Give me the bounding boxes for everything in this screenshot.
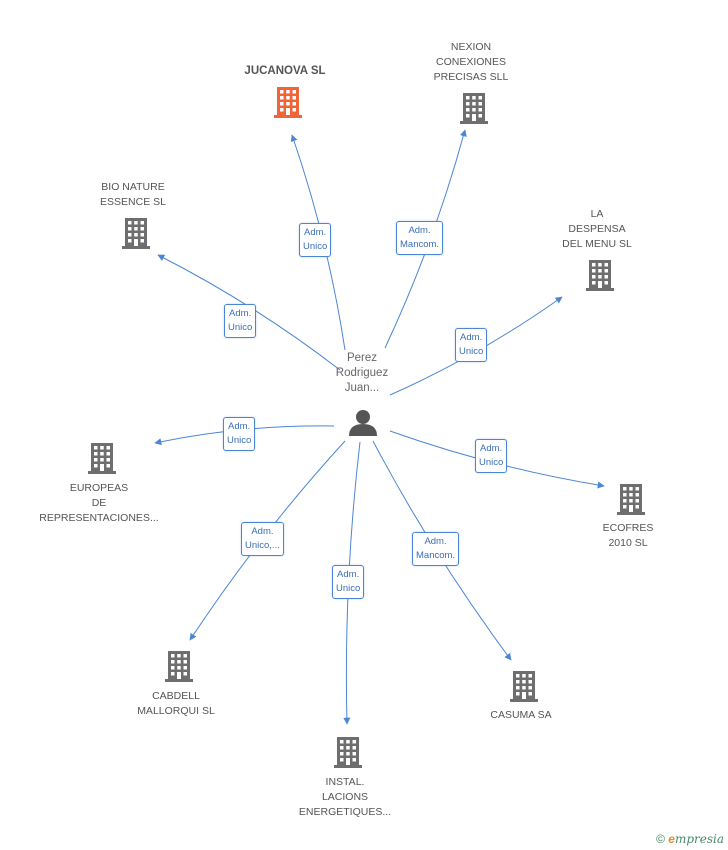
company-label-bionature[interactable]: BIO NATURE ESSENCE SL xyxy=(100,181,166,208)
center-person-label[interactable]: Perez Rodriguez Juan... xyxy=(335,352,389,394)
building-icon-cabdell[interactable] xyxy=(165,651,193,682)
building-icon-casuma[interactable] xyxy=(510,671,538,702)
edge-role-label-europeas[interactable]: Adm. Unico xyxy=(223,417,256,451)
edge-role-label-ecofres[interactable]: Adm. Unico xyxy=(475,439,508,473)
edge-role-label-instal[interactable]: Adm. Unico xyxy=(332,565,365,599)
footer-brand: © empresia xyxy=(656,832,724,846)
building-icon-bionature[interactable] xyxy=(122,218,150,249)
copyright-symbol: © xyxy=(656,832,665,846)
company-label-instal[interactable]: INSTAL. LACIONS ENERGETIQUES... xyxy=(298,776,392,818)
building-icon-ecofres[interactable] xyxy=(617,484,645,515)
building-icon-instal[interactable] xyxy=(334,737,362,768)
company-label-nexion[interactable]: NEXION CONEXIONES PRECISAS SLL xyxy=(433,41,509,83)
edge-role-label-cabdell[interactable]: Adm. Unico,... xyxy=(241,522,284,556)
company-label-europeas[interactable]: EUROPEAS DE REPRESENTACIONES... xyxy=(39,482,159,524)
edge-role-label-bionature[interactable]: Adm. Unico xyxy=(224,304,257,338)
building-icon-despensa[interactable] xyxy=(586,260,614,291)
company-label-ecofres[interactable]: ECOFRES 2010 SL xyxy=(602,522,654,549)
edge-role-label-nexion[interactable]: Adm. Mancom. xyxy=(396,221,444,255)
person-icon[interactable] xyxy=(349,410,377,436)
brand-initial: e xyxy=(668,832,675,846)
edge-role-label-casuma[interactable]: Adm. Mancom. xyxy=(412,532,460,566)
company-label-despensa[interactable]: LA DESPENSA DEL MENU SL xyxy=(562,208,632,250)
company-label-cabdell[interactable]: CABDELL MALLORQUI SL xyxy=(137,690,215,717)
building-icon-jucanova[interactable] xyxy=(274,87,302,118)
company-label-casuma[interactable]: CASUMA SA xyxy=(490,709,552,721)
building-icon-europeas[interactable] xyxy=(88,443,116,474)
edge-role-label-despensa[interactable]: Adm. Unico xyxy=(455,328,488,362)
company-label-jucanova[interactable]: JUCANOVA SL xyxy=(244,65,326,77)
edge-role-label-jucanova[interactable]: Adm. Unico xyxy=(299,223,332,257)
building-icon-nexion[interactable] xyxy=(460,93,488,124)
brand-name: mpresia xyxy=(674,832,724,846)
